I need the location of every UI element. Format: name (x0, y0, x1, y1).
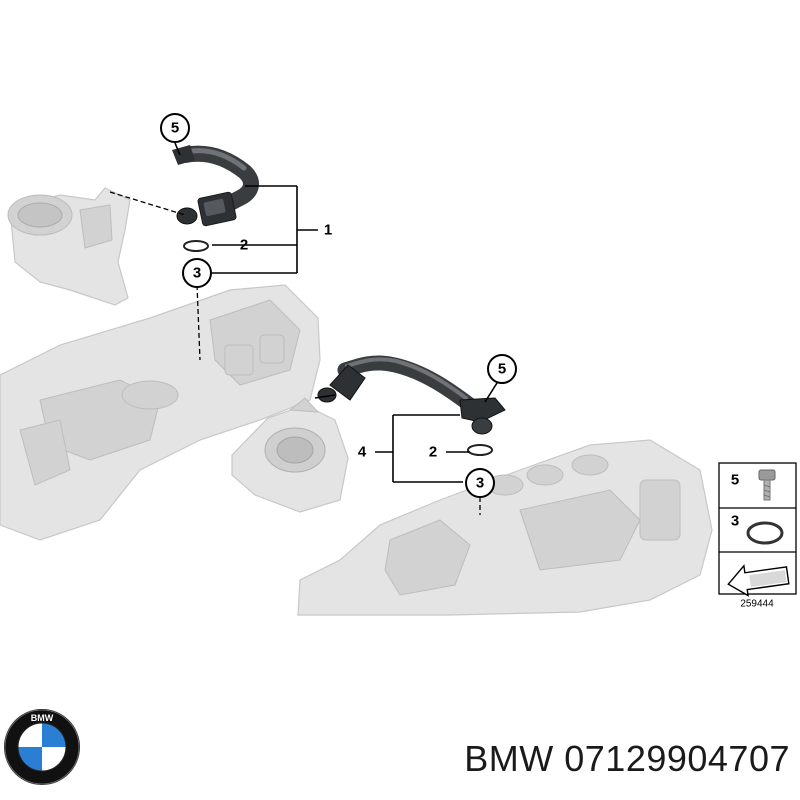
bmw-logo: BMW (4, 709, 80, 785)
legend-5-label: 5 (731, 472, 739, 489)
parts-legend: 5 3 259444 (718, 462, 797, 610)
bolt-icon (758, 469, 776, 501)
right-valve-cover (297, 439, 713, 616)
callout-3-upper-label: 3 (193, 265, 201, 282)
callout-3-lower-label: 3 (476, 475, 484, 492)
callout-5-lower-label: 5 (498, 361, 506, 378)
callout-3-lower: 3 (465, 468, 495, 498)
callout-4: 4 (358, 444, 367, 461)
callout-2-lower-label: 2 (429, 444, 437, 461)
callout-5-upper-label: 5 (171, 120, 179, 137)
left-valve-cover (0, 284, 321, 541)
legend-3-label: 3 (731, 513, 739, 530)
callout-5-upper: 5 (160, 113, 190, 143)
callout-2-upper: 2 (240, 237, 248, 254)
reference-number: 259444 (740, 599, 774, 610)
callout-1-label: 1 (324, 222, 332, 239)
arrow-icon (727, 564, 790, 597)
lower-throttle-housing (231, 397, 349, 513)
callout-2-lower: 2 (429, 444, 437, 461)
callout-3-upper: 3 (182, 258, 212, 288)
callout-4-label: 4 (358, 444, 367, 461)
callout-5-lower: 5 (487, 354, 517, 384)
lower-breather-hose (317, 355, 506, 456)
upper-leader-lines (109, 142, 318, 361)
callout-2-upper-label: 2 (240, 237, 248, 254)
callout-1: 1 (324, 222, 332, 239)
logo-lettering: BMW (31, 713, 54, 723)
lower-leader-lines (314, 382, 498, 515)
part-caption: BMW 07129904707 (464, 738, 790, 779)
upper-breather-hose (172, 145, 259, 252)
upper-throttle-housing (7, 187, 131, 306)
o-ring-icon (746, 521, 784, 545)
